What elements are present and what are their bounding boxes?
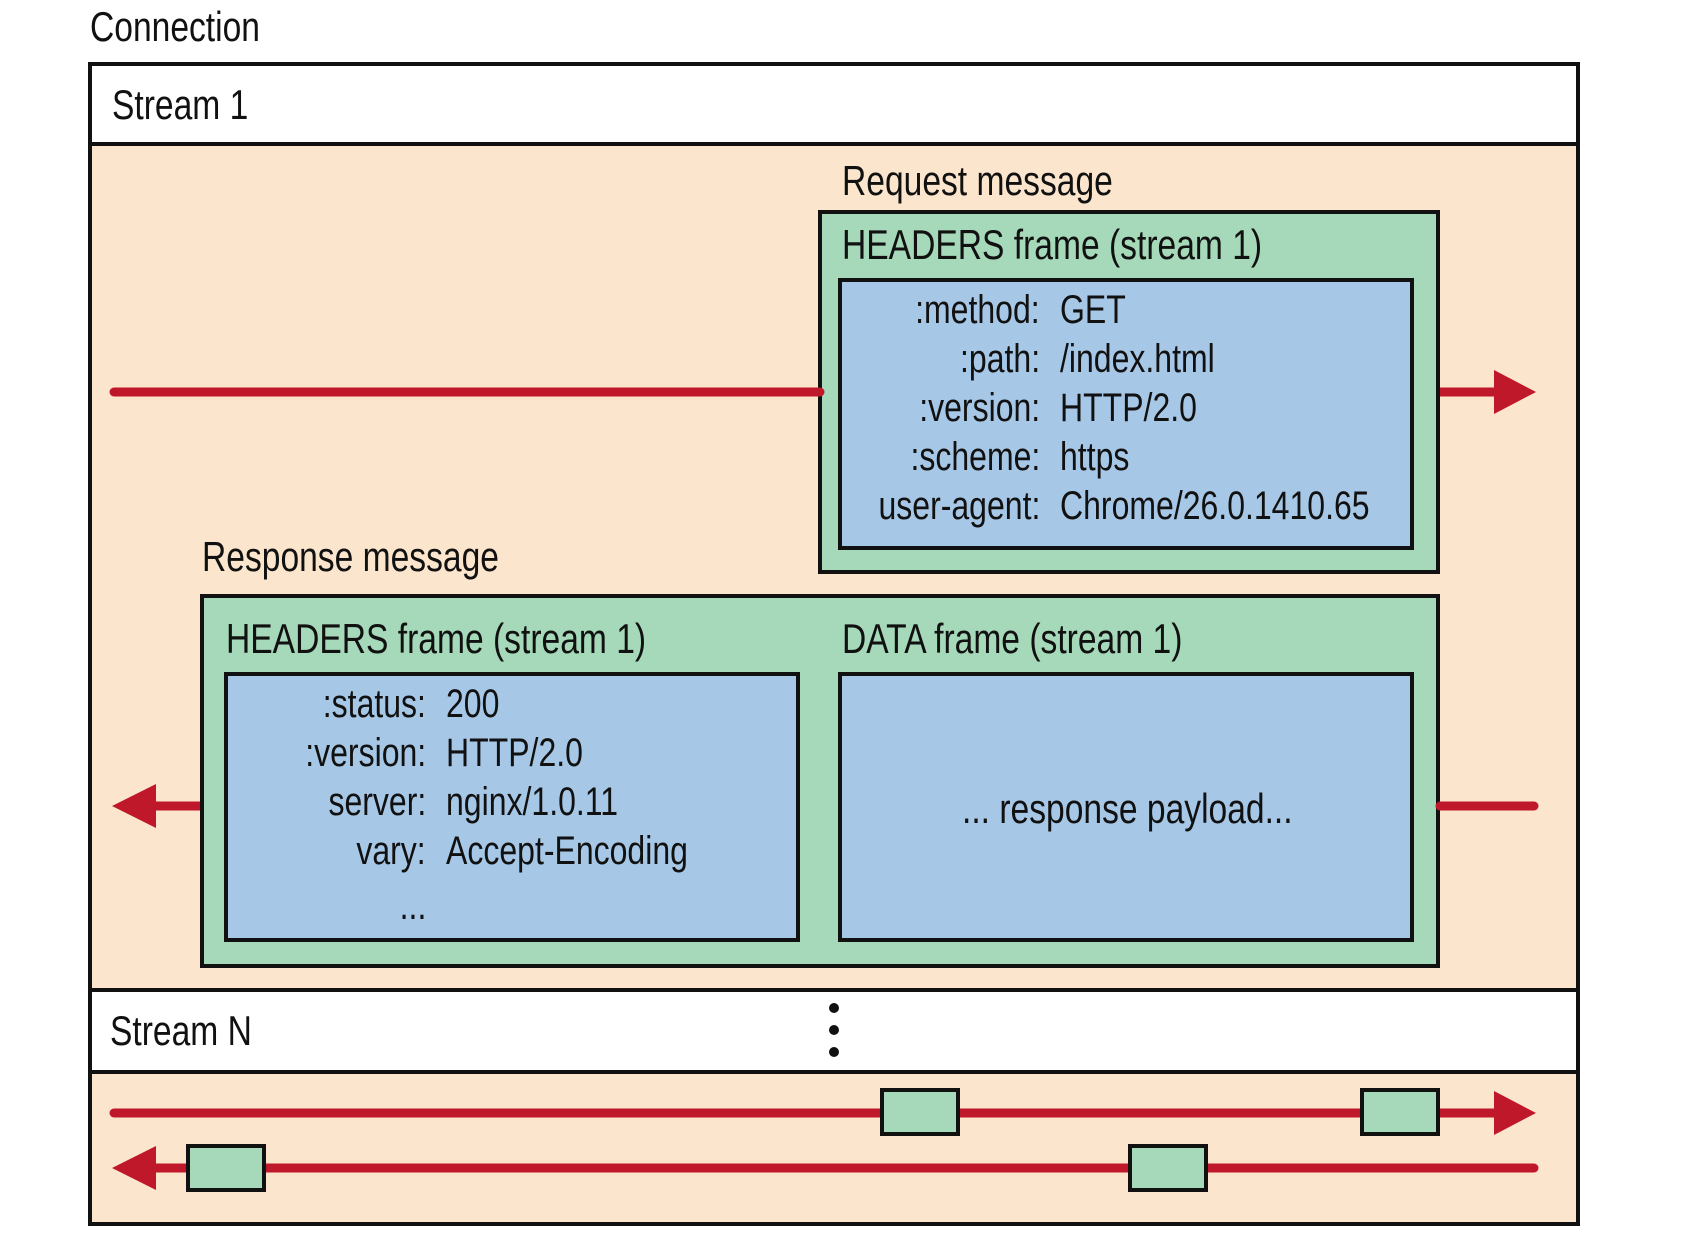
stream-n-header	[88, 988, 1580, 1074]
response-header-key: :version:	[305, 731, 426, 775]
response-data-frame-title: DATA frame (stream 1)	[842, 615, 1183, 662]
request-header-key: :scheme:	[910, 435, 1040, 479]
response-message-label: Response message	[202, 533, 499, 580]
response-header-value: Accept-Encoding	[446, 829, 688, 873]
request-header-value: /index.html	[1060, 337, 1215, 381]
request-header-key: :method:	[915, 288, 1040, 332]
request-header-value: https	[1060, 435, 1130, 479]
stream-n-frame	[186, 1144, 266, 1192]
response-headers-ellipsis: ...	[399, 884, 426, 928]
request-header-key: user-agent:	[878, 484, 1040, 528]
stream-n-frame	[1128, 1144, 1208, 1192]
request-arrow-head	[1494, 370, 1536, 414]
response-header-value: HTTP/2.0	[446, 731, 583, 775]
stream-n-inbound-arrow-head	[112, 1146, 156, 1190]
vertical-ellipsis-dot	[829, 1003, 839, 1013]
response-header-key: :status:	[322, 682, 426, 726]
response-header-key: server:	[328, 780, 426, 824]
stream-1-label: Stream 1	[112, 81, 249, 128]
stream-1-header	[88, 62, 1580, 146]
request-header-value: GET	[1060, 288, 1126, 332]
request-header-key: :path:	[959, 337, 1040, 381]
response-header-value: nginx/1.0.11	[446, 780, 618, 824]
response-data-block	[838, 672, 1414, 942]
response-headers-block	[224, 672, 800, 942]
response-header-key: vary:	[356, 829, 426, 873]
request-headers-frame-title: HEADERS frame (stream 1)	[842, 221, 1263, 268]
connection-label: Connection	[90, 3, 260, 50]
request-header-value: Chrome/26.0.1410.65	[1060, 484, 1370, 528]
vertical-ellipsis-dot	[829, 1047, 839, 1057]
request-headers-block	[838, 278, 1414, 550]
stream-n-outbound-arrow-head	[1494, 1091, 1536, 1135]
response-header-value: 200	[446, 682, 500, 726]
stream-n-label: Stream N	[110, 1007, 252, 1054]
request-header-key: :version:	[919, 386, 1040, 430]
response-headers-frame-title: HEADERS frame (stream 1)	[226, 615, 647, 662]
response-arrow-head	[112, 784, 156, 828]
response-payload-text: ... response payload...	[962, 785, 1293, 832]
stream-n-frame	[880, 1088, 960, 1136]
request-message-label: Request message	[842, 157, 1113, 204]
request-header-value: HTTP/2.0	[1060, 386, 1197, 430]
stream-n-frame	[1360, 1088, 1440, 1136]
vertical-ellipsis-dot	[829, 1025, 839, 1035]
